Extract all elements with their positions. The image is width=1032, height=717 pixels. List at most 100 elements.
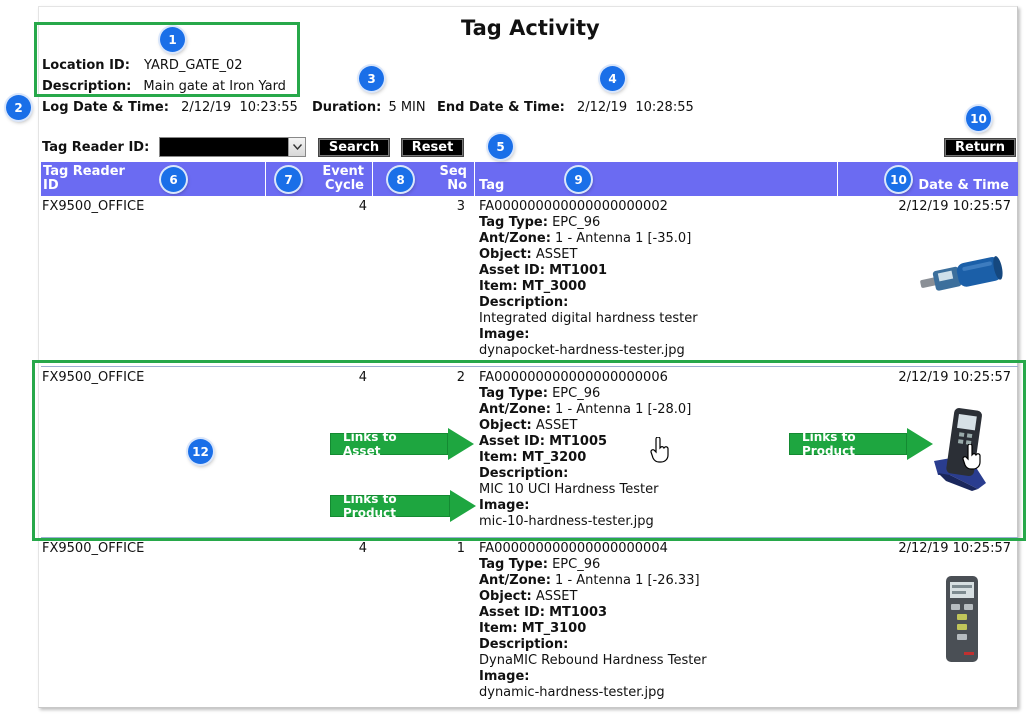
row-object-value: ASSET [535,247,578,262]
row-image-filename: dynamic-hardness-tester.jpg [479,685,665,700]
end-datetime-label: End Date & Time: [437,100,565,115]
row-asset-value[interactable]: MT1005 [549,434,608,449]
row-asset-value[interactable]: MT1003 [549,605,608,620]
row-tag-id: FA000000000000000000004 [479,541,668,556]
header-reader-line1: Tag Reader [43,164,125,179]
row-seq-no: 2 [456,370,465,385]
header-tag-label: Tag [479,178,505,193]
row-highlight [32,360,1026,541]
row-asset[interactable]: Asset ID: MT1001 [479,263,607,279]
row-image-filename: dynapocket-hardness-tester.jpg [479,343,685,358]
row-reader-id: FX9500_OFFICE [42,199,145,214]
row-description-value: Integrated digital hardness tester [479,311,698,326]
row-date-time: 2/12/19 10:25:57 [898,199,1011,214]
callout-6: 6 [161,167,186,192]
row-item-label: Item: [479,279,518,294]
callout-1: 1 [160,27,185,52]
duration-row: Duration: 5 MIN [312,100,426,115]
tag-reader-id-select[interactable] [159,137,306,157]
arrow-right-icon [448,428,474,460]
row-asset-label: Asset ID: [479,434,545,449]
row-image-label: Image: [479,327,530,342]
row-description-value: MIC 10 UCI Hardness Tester [479,482,659,497]
row-tag-type-value: EPC_96 [552,557,601,572]
callout-3: 3 [359,66,384,91]
header-seq-line2: No [447,178,467,193]
links-to-asset-annotation: Links to Asset [330,428,474,460]
row-ant-label: Ant/Zone: [479,573,551,588]
row-object-label: Object: [479,247,532,262]
log-datetime-row: Log Date & Time: 2/12/19 10:23:55 [42,100,298,115]
row-asset[interactable]: Asset ID: MT1003 [479,605,607,621]
callout-4: 4 [600,66,625,91]
row-ant-value: 1 - Antenna 1 [-35.0] [555,231,692,246]
header-reader-line2: ID [43,178,59,193]
row-item-value: MT_3200 [521,450,587,465]
row-description-value: DynaMIC Rebound Hardness Tester [479,653,707,668]
row-object: Object: ASSET [479,418,577,434]
row-object-label: Object: [479,589,532,604]
return-button[interactable]: Return [944,138,1016,157]
row-divider [41,537,1018,538]
row-reader-id: FX9500_OFFICE [42,541,145,556]
callout-5: 5 [488,134,513,159]
reset-button[interactable]: Reset [401,138,464,157]
end-datetime-row: End Date & Time: 2/12/19 10:28:55 [437,100,694,115]
row-ant-value: 1 - Antenna 1 [-28.0] [555,402,692,417]
row-item: Item: MT_3200 [479,450,586,466]
row-date-time: 2/12/19 10:25:57 [898,541,1011,556]
row-event-cycle: 4 [358,541,367,556]
callout-2: 2 [6,95,31,120]
callout-10-return: 10 [966,106,991,131]
row-tag-type-label: Tag Type: [479,215,548,230]
row-tag-type-label: Tag Type: [479,557,548,572]
description-row: Description: Main gate at Iron Yard [42,79,286,94]
duration-value: 5 MIN [388,100,426,115]
row-tag-type: Tag Type: EPC_96 [479,386,600,402]
header-tag-reader-id[interactable]: Tag Reader ID [41,162,266,196]
log-datetime-label: Log Date & Time: [42,100,169,115]
arrow-right-icon [907,428,933,460]
row-ant: Ant/Zone: 1 - Antenna 1 [-28.0] [479,402,691,418]
links-to-asset-text: Links to Asset [330,430,448,458]
row-ant-label: Ant/Zone: [479,402,551,417]
header-date-time[interactable]: Date & Time [839,162,1018,196]
header-seq-no[interactable]: Seq No [374,162,475,196]
header-event-cycle[interactable]: Event Cycle [267,162,373,196]
links-to-product-text-2: Links to Product [789,430,907,458]
row-asset-label: Asset ID: [479,605,545,620]
row-object-value: ASSET [535,589,578,604]
header-event-line2: Cycle [325,178,364,193]
row-asset[interactable]: Asset ID: MT1005 [479,434,607,450]
row-tag-type-value: EPC_96 [552,386,601,401]
hand-pointer-icon [650,437,669,463]
log-datetime-value: 2/12/19 10:23:55 [181,100,298,115]
row-tag-type: Tag Type: EPC_96 [479,557,600,573]
location-id-value: YARD_GATE_02 [144,58,243,73]
product-image-dynamic[interactable] [944,574,980,664]
row-ant: Ant/Zone: 1 - Antenna 1 [-35.0] [479,231,691,247]
product-image-dynapocket[interactable] [912,254,1008,300]
row-tag-type-label: Tag Type: [479,386,548,401]
row-seq-no: 3 [456,199,465,214]
callout-7: 7 [276,167,301,192]
header-seq-line1: Seq [439,164,468,179]
row-object: Object: ASSET [479,247,577,263]
description-label: Description: [42,79,132,94]
chevron-down-icon[interactable] [288,138,305,156]
row-event-cycle: 4 [358,199,367,214]
row-asset-value[interactable]: MT1001 [549,263,608,278]
links-to-product-annotation: Links to Product [330,490,476,522]
table-header: Tag Reader ID Event Cycle Seq No Tag Dat… [41,162,1018,196]
callout-12: 12 [188,439,213,464]
header-tag[interactable]: Tag [476,162,838,196]
page-title: Tag Activity [461,16,600,40]
row-description-label: Description: [479,466,569,481]
row-item-value: MT_3000 [521,279,587,294]
links-to-product-text: Links to Product [330,492,450,520]
location-id-label: Location ID: [42,58,130,73]
row-ant-label: Ant/Zone: [479,231,551,246]
row-image-filename: mic-10-hardness-tester.jpg [479,514,654,529]
row-date-time: 2/12/19 10:25:57 [898,370,1011,385]
search-button[interactable]: Search [318,138,390,157]
